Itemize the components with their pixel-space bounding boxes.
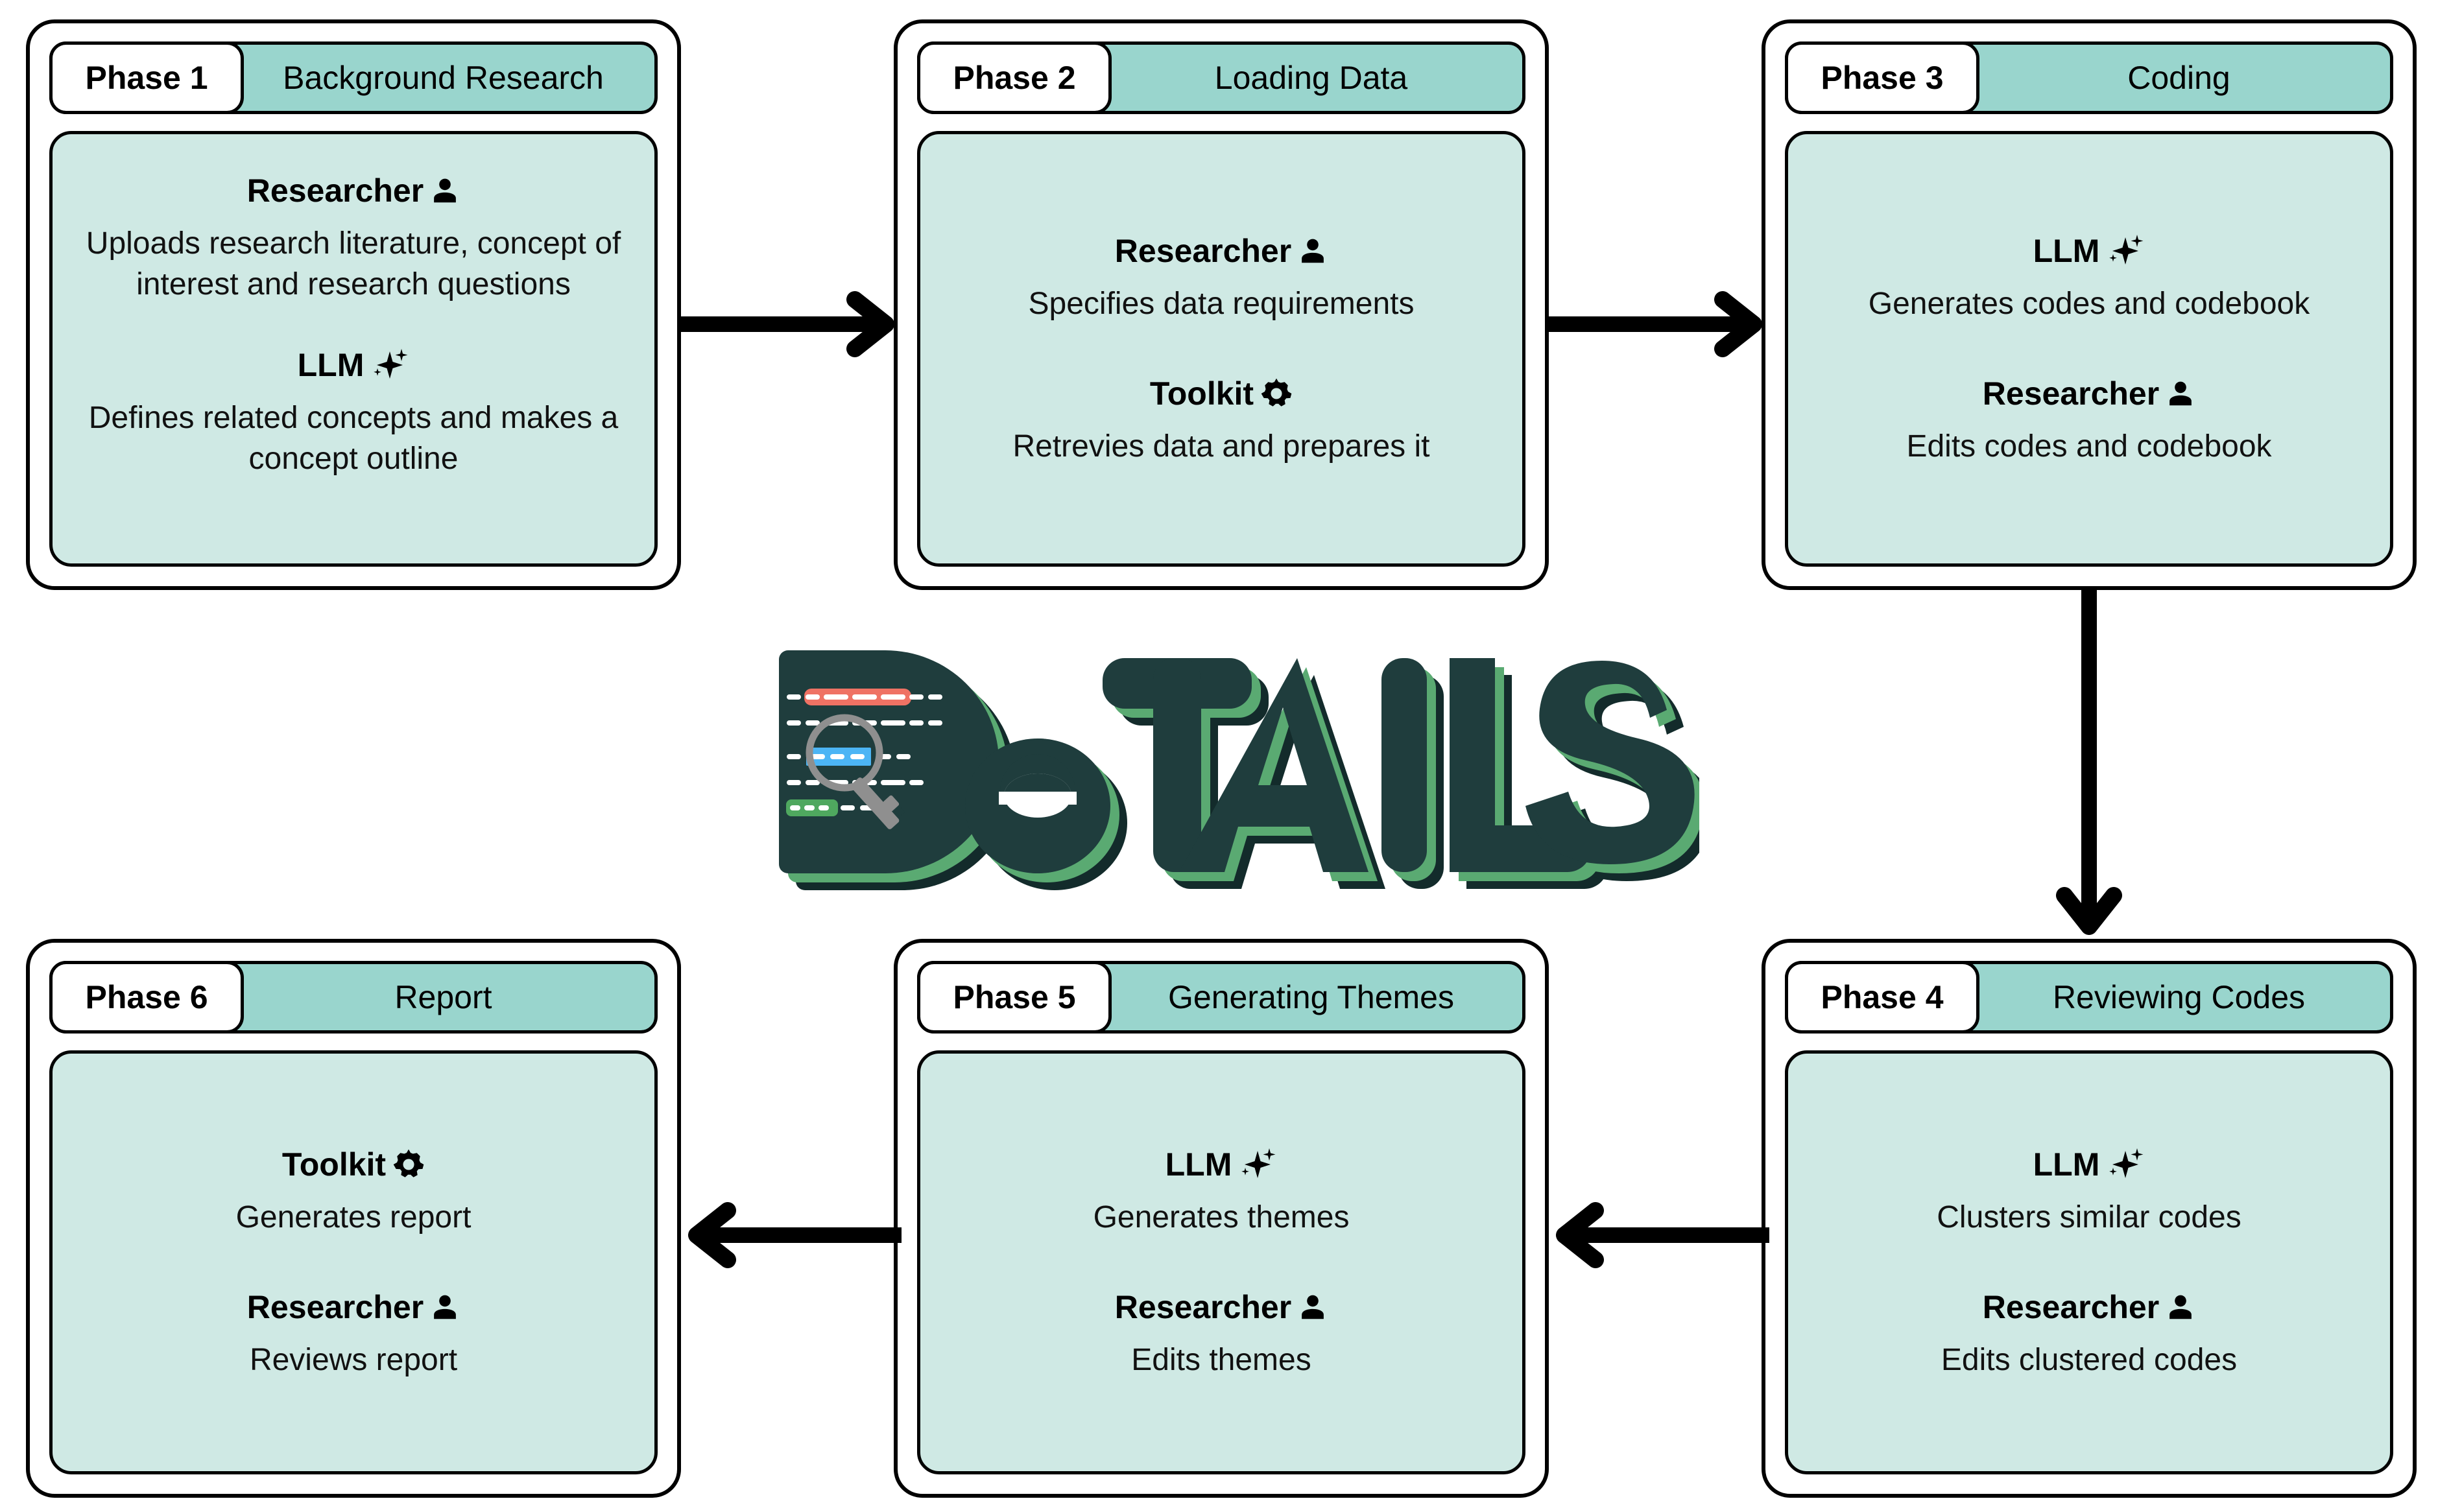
person-icon (2166, 379, 2195, 408)
person-icon (2166, 1292, 2195, 1322)
phase-body-5: LLM Generates themes Researcher (917, 1050, 1525, 1474)
actor-description: Clusters similar codes (1937, 1199, 2241, 1234)
sparkle-icon (370, 348, 409, 383)
phase-card-4[interactable]: Phase 4 Reviewing Codes LLM Clusters sim… (1762, 939, 2417, 1498)
phase-header-6: Phase 6 Report (49, 961, 658, 1034)
arrow-phase5-to-phase6 (681, 1196, 902, 1274)
phase-title-2: Loading Data (1214, 60, 1408, 96)
actor-block-researcher: Researcher Edits clustered codes (1808, 1287, 2371, 1380)
gear-icon (1260, 377, 1293, 410)
phase-header-1: Phase 1 Background Research (49, 41, 658, 114)
phase-badge-6: Phase 6 (49, 961, 244, 1034)
actor-role-row: Researcher (1808, 373, 2371, 414)
gear-icon (392, 1148, 425, 1181)
actor-description: Generates themes (1093, 1199, 1350, 1234)
actor-description: Edits themes (1131, 1342, 1311, 1377)
actor-description: Uploads research literature, concept of … (86, 226, 621, 301)
actor-role-row: Toolkit (72, 1144, 635, 1185)
phase-header-2: Phase 2 Loading Data (917, 41, 1525, 114)
arrow-phase1-to-phase2 (681, 285, 902, 363)
actor-role-row: Researcher (1808, 1287, 2371, 1328)
actor-role-label: LLM (2033, 1146, 2100, 1183)
actor-role-row: LLM (72, 345, 635, 386)
arrow-phase3-to-phase4 (2050, 589, 2128, 942)
actor-description: Defines related concepts and makes a con… (88, 400, 619, 477)
phase-body-3: LLM Generates codes and codebook Researc… (1785, 131, 2393, 567)
phase-title-3: Coding (2127, 60, 2230, 96)
actor-block-llm: LLM Clusters similar codes (1808, 1144, 2371, 1238)
actor-role-label: LLM (2033, 233, 2100, 270)
arrow-phase4-to-phase5 (1549, 1196, 1769, 1274)
arrow-phase2-to-phase3 (1549, 285, 1769, 363)
actor-block-researcher: Researcher Reviews report (72, 1287, 635, 1380)
actor-role-label: Researcher (1982, 1289, 2160, 1325)
actor-block-llm: LLM Generates themes (940, 1144, 1503, 1238)
phase-title-6: Report (394, 979, 492, 1015)
actor-role-row: Researcher (72, 171, 635, 211)
actor-block-llm: LLM Defines related concepts and makes a… (72, 345, 635, 479)
actor-role-row: Toolkit (940, 373, 1503, 414)
phase-badge-5: Phase 5 (917, 961, 1112, 1034)
actor-block-toolkit: Toolkit Generates report (72, 1144, 635, 1238)
phase-card-3[interactable]: Phase 3 Coding LLM Generates codes and c… (1762, 19, 2417, 590)
person-icon (1298, 1292, 1328, 1322)
actor-block-toolkit: Toolkit Retrevies data and prepares it (940, 373, 1503, 467)
actor-role-label: LLM (297, 347, 365, 384)
actor-role-label: Researcher (246, 1289, 424, 1325)
actor-description: Reviews report (249, 1342, 458, 1377)
actor-block-researcher: Researcher Edits themes (940, 1287, 1503, 1380)
person-icon (1298, 236, 1328, 266)
actor-block-researcher: Researcher Specifies data requirements (940, 231, 1503, 324)
actor-block-researcher: Researcher Uploads research literature, … (72, 171, 635, 305)
actor-role-row: LLM (940, 1144, 1503, 1185)
phase-body-6: Toolkit Generates report Researcher (49, 1050, 658, 1474)
actor-role-row: LLM (1808, 231, 2371, 272)
actor-role-label: Researcher (1114, 1289, 1292, 1325)
actor-description: Retrevies data and prepares it (1012, 429, 1430, 464)
actor-role-label: Toolkit (1149, 375, 1254, 412)
phase-badge-2: Phase 2 (917, 41, 1112, 114)
person-icon (430, 176, 460, 206)
phase-body-1: Researcher Uploads research literature, … (49, 131, 658, 567)
actor-description: Generates codes and codebook (1868, 286, 2310, 321)
actor-description: Edits codes and codebook (1906, 429, 2272, 464)
actor-role-label: Researcher (246, 172, 424, 209)
phase-card-1[interactable]: Phase 1 Background Research Researcher U… (26, 19, 681, 590)
phase-badge-3: Phase 3 (1785, 41, 1979, 114)
actor-block-llm: LLM Generates codes and codebook (1808, 231, 2371, 324)
sparkle-icon (2106, 1147, 2145, 1182)
actor-description: Generates report (235, 1199, 472, 1234)
phase-title-4: Reviewing Codes (2052, 979, 2306, 1015)
phase-title-1: Background Research (283, 60, 604, 96)
phase-badge-4: Phase 4 (1785, 961, 1979, 1034)
actor-block-researcher: Researcher Edits codes and codebook (1808, 373, 2371, 467)
sparkle-icon (2106, 233, 2145, 268)
actor-role-label: LLM (1165, 1146, 1232, 1183)
actor-role-label: Toolkit (281, 1146, 387, 1183)
phase-body-2: Researcher Specifies data requirements T… (917, 131, 1525, 567)
actor-description: Edits clustered codes (1941, 1342, 2238, 1377)
phase-header-5: Phase 5 Generating Themes (917, 961, 1525, 1034)
actor-role-row: Researcher (940, 231, 1503, 272)
phase-header-3: Phase 3 Coding (1785, 41, 2393, 114)
phase-header-4: Phase 4 Reviewing Codes (1785, 961, 2393, 1034)
actor-role-row: Researcher (940, 1287, 1503, 1328)
phase-body-4: LLM Clusters similar codes Researcher (1785, 1050, 2393, 1474)
actor-role-row: LLM (1808, 1144, 2371, 1185)
phase-badge-1: Phase 1 (49, 41, 244, 114)
actor-description: Specifies data requirements (1028, 286, 1415, 321)
magnifier-icon (806, 714, 905, 829)
phase-card-5[interactable]: Phase 5 Generating Themes LLM Generates … (894, 939, 1549, 1498)
actor-role-row: Researcher (72, 1287, 635, 1328)
phase-card-2[interactable]: Phase 2 Loading Data Researcher Specifie… (894, 19, 1549, 590)
phase-card-6[interactable]: Phase 6 Report Toolkit Generates report (26, 939, 681, 1498)
details-logo (765, 632, 1699, 892)
phase-title-5: Generating Themes (1168, 979, 1454, 1015)
actor-role-label: Researcher (1114, 233, 1292, 270)
person-icon (430, 1292, 460, 1322)
actor-role-label: Researcher (1982, 375, 2160, 412)
sparkle-icon (1238, 1147, 1277, 1182)
